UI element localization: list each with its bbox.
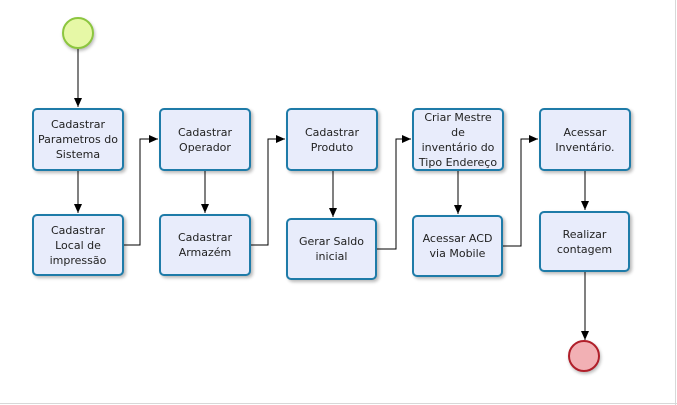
task-acessar-acd-mobile: Acessar ACD via Mobile <box>412 215 503 277</box>
task-acessar-inventario: Acessar Inventário. <box>539 108 631 171</box>
task-realizar-contagem-label: Realizar contagem <box>556 227 613 256</box>
task-cadastrar-produto-label: Cadastrar Produto <box>305 125 359 154</box>
flow-saldo-to-mestre <box>377 135 411 250</box>
task-acessar-inventario-label: Acessar Inventário. <box>555 125 615 154</box>
end-event <box>568 340 600 372</box>
canvas-border-bottom <box>0 403 677 404</box>
flow-armazem-to-produto <box>251 135 285 246</box>
task-acessar-acd-mobile-label: Acessar ACD via Mobile <box>422 232 493 260</box>
task-cadastrar-operador: Cadastrar Operador <box>159 108 251 171</box>
task-criar-mestre-inventario-label: Criar Mestre de inventário do Tipo Ender… <box>418 110 498 169</box>
task-gerar-saldo-inicial-label: Gerar Saldo inicial <box>298 235 365 263</box>
task-cadastrar-parametros: Cadastrar Parametros do Sistema <box>32 108 124 171</box>
task-cadastrar-local-impressao-label: Cadastrar Local de impressão <box>49 223 107 267</box>
task-cadastrar-parametros-label: Cadastrar Parametros do Sistema <box>38 118 118 161</box>
task-cadastrar-local-impressao: Cadastrar Local de impressão <box>32 214 124 276</box>
task-cadastrar-produto: Cadastrar Produto <box>286 108 378 171</box>
task-cadastrar-armazem: Cadastrar Armazém <box>159 214 251 276</box>
flow-acd-to-inventario <box>503 135 538 247</box>
task-cadastrar-operador-label: Cadastrar Operador <box>178 125 232 154</box>
start-event <box>62 17 94 49</box>
task-gerar-saldo-inicial: Gerar Saldo inicial <box>286 218 377 280</box>
canvas-border-right <box>675 0 676 405</box>
task-realizar-contagem: Realizar contagem <box>539 211 630 272</box>
flow-local-to-operador <box>124 135 158 246</box>
task-criar-mestre-inventario: Criar Mestre de inventário do Tipo Ender… <box>412 108 504 171</box>
task-cadastrar-armazem-label: Cadastrar Armazém <box>178 231 232 259</box>
